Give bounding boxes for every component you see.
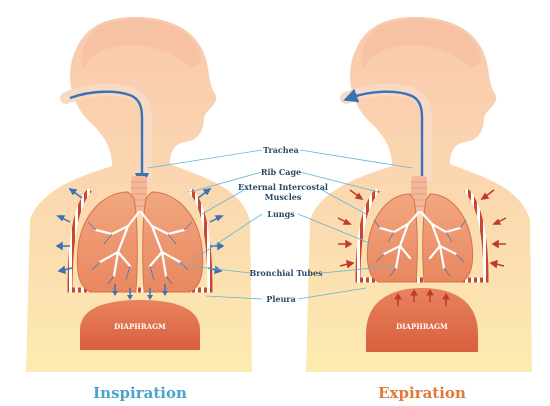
expiration-diaphragm bbox=[366, 288, 478, 352]
caption-inspiration: Inspiration bbox=[93, 384, 187, 402]
expiration-diaphragm-label: DIAPHRAGM bbox=[396, 322, 448, 331]
expiration-bronchial-tubes-fine bbox=[373, 219, 467, 277]
label-pleura: Pleura bbox=[266, 294, 295, 304]
inspiration-bronchial-tubes bbox=[94, 210, 186, 278]
label-rib-cage: Rib Cage bbox=[261, 167, 301, 177]
expiration-hair bbox=[361, 19, 481, 70]
expiration-right-lung bbox=[422, 193, 474, 283]
expiration-ribcage-inward-arrows bbox=[337, 189, 507, 269]
inspiration-diaphragm-label: DIAPHRAGM bbox=[114, 322, 166, 331]
expiration-diaphragm-arrows bbox=[394, 289, 450, 306]
label-external-intercostal-muscles-line2: Muscles bbox=[265, 192, 302, 202]
inspiration-rib-cage bbox=[67, 188, 213, 293]
inspiration-right-lung bbox=[142, 191, 204, 293]
inspiration-diaphragm bbox=[80, 300, 200, 350]
inspiration-diaphragm-arrows bbox=[112, 284, 168, 300]
expiration-figure: DIAPHRAGM bbox=[306, 16, 532, 373]
caption-expiration: Expiration bbox=[378, 384, 466, 402]
inspiration-nasal-airway bbox=[60, 83, 152, 184]
inspiration-figure: DIAPHRAGM bbox=[26, 16, 252, 373]
inspiration-airflow-arrow bbox=[69, 90, 150, 188]
label-lungs: Lungs bbox=[267, 209, 295, 219]
inspiration-bronchial-tubes-fine bbox=[87, 221, 193, 285]
leader-lines bbox=[147, 149, 413, 300]
expiration-airflow-arrow bbox=[343, 88, 424, 180]
expiration-nasal-airway bbox=[340, 83, 432, 184]
label-bronchial-tubes: Bronchial Tubes bbox=[249, 268, 323, 278]
label-trachea: Trachea bbox=[263, 145, 299, 155]
inspiration-hair bbox=[81, 19, 201, 70]
inspiration-left-lung bbox=[76, 191, 138, 293]
expiration-rib-cage bbox=[355, 188, 489, 283]
expiration-left-lung bbox=[366, 193, 418, 283]
expiration-bronchial-tubes bbox=[378, 210, 462, 270]
label-external-intercostal-muscles-line1: External Intercostal bbox=[238, 182, 328, 192]
